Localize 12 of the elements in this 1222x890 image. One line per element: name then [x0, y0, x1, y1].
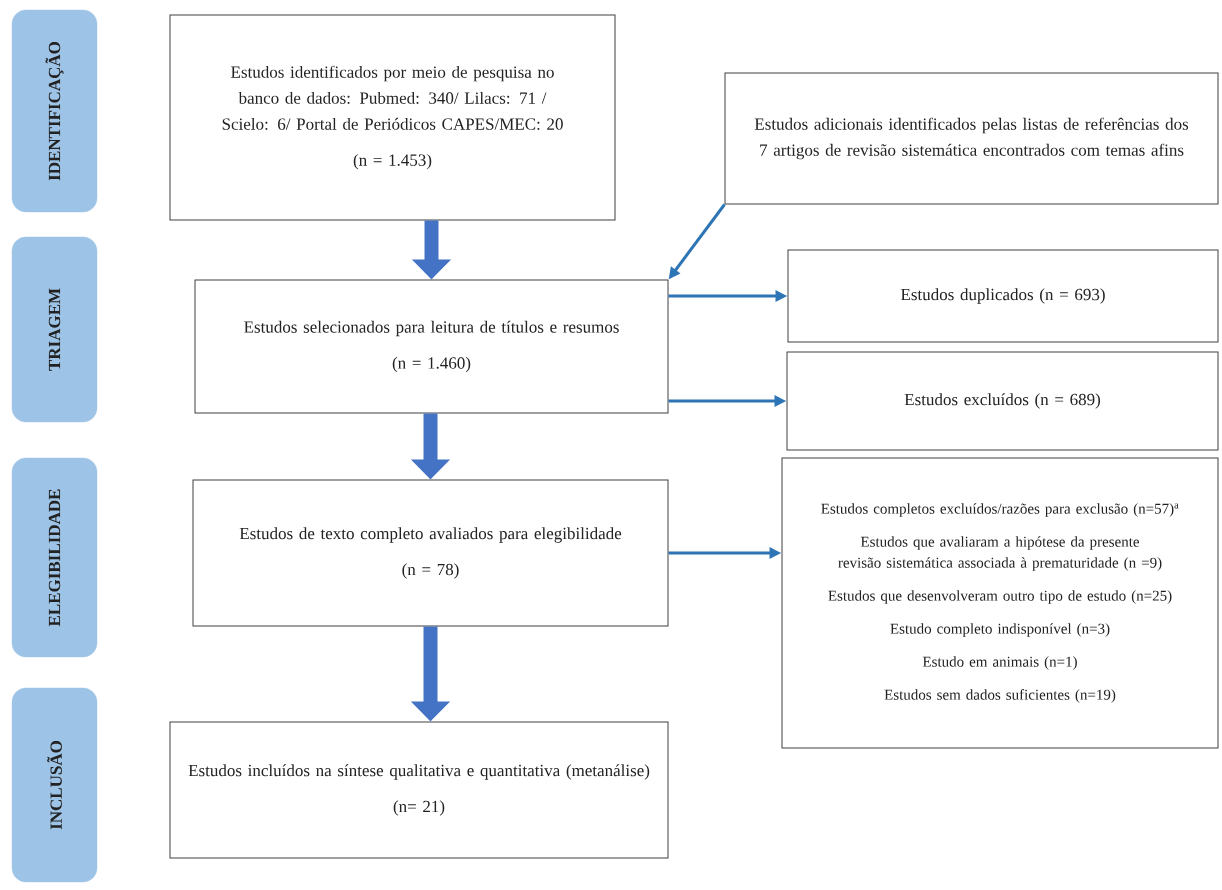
process-box: Estudos incluídos na síntese qualitativa e quantitativa (metanálise) (n= 21)	[169, 721, 669, 859]
exclusion-box: Estudos completos excluídos/razões para exclusão (n=57)$^{a}$ Estudos que avaliaram a hipótese da presente revisão sistemática associada à prematuridade (n =9) Estudos que desenvolveram outro tipo de estudo (n=25) Estudo completo indisponível (n=3) Estudo em animais (n=1) Estudos sem dados suficientes (n=19)	[781, 457, 1219, 749]
phase-label-band: ELEGIBILIDADE	[11, 457, 98, 658]
process-box: Estudos selecionados para leitura de títulos e resumos (n = 1.460)	[194, 279, 669, 414]
phase-label-band: TRIAGEM	[11, 236, 98, 423]
process-box: Estudos excluídos (n = 689)	[786, 351, 1219, 451]
phase-label-band: INCLUSÃO	[11, 687, 98, 883]
phase-label-band: IDENTIFICAÇÃO	[11, 9, 98, 213]
process-box: Estudos adicionais identificados pelas listas de referências dos 7 artigos de revisão sistemática encontrados com temas afins	[724, 72, 1219, 205]
process-box: Estudos duplicados (n = 693)	[787, 249, 1219, 343]
process-box: Estudos de texto completo avaliados para elegibilidade (n = 78)	[192, 479, 669, 627]
process-box: Estudos identificados por meio de pesquisa no banco de dados: Pubmed: 340/ Lilacs: 71 / Scielo: 6/ Portal de Periódicos CAPES/MEC: 20 (n = 1.453)	[169, 14, 616, 221]
